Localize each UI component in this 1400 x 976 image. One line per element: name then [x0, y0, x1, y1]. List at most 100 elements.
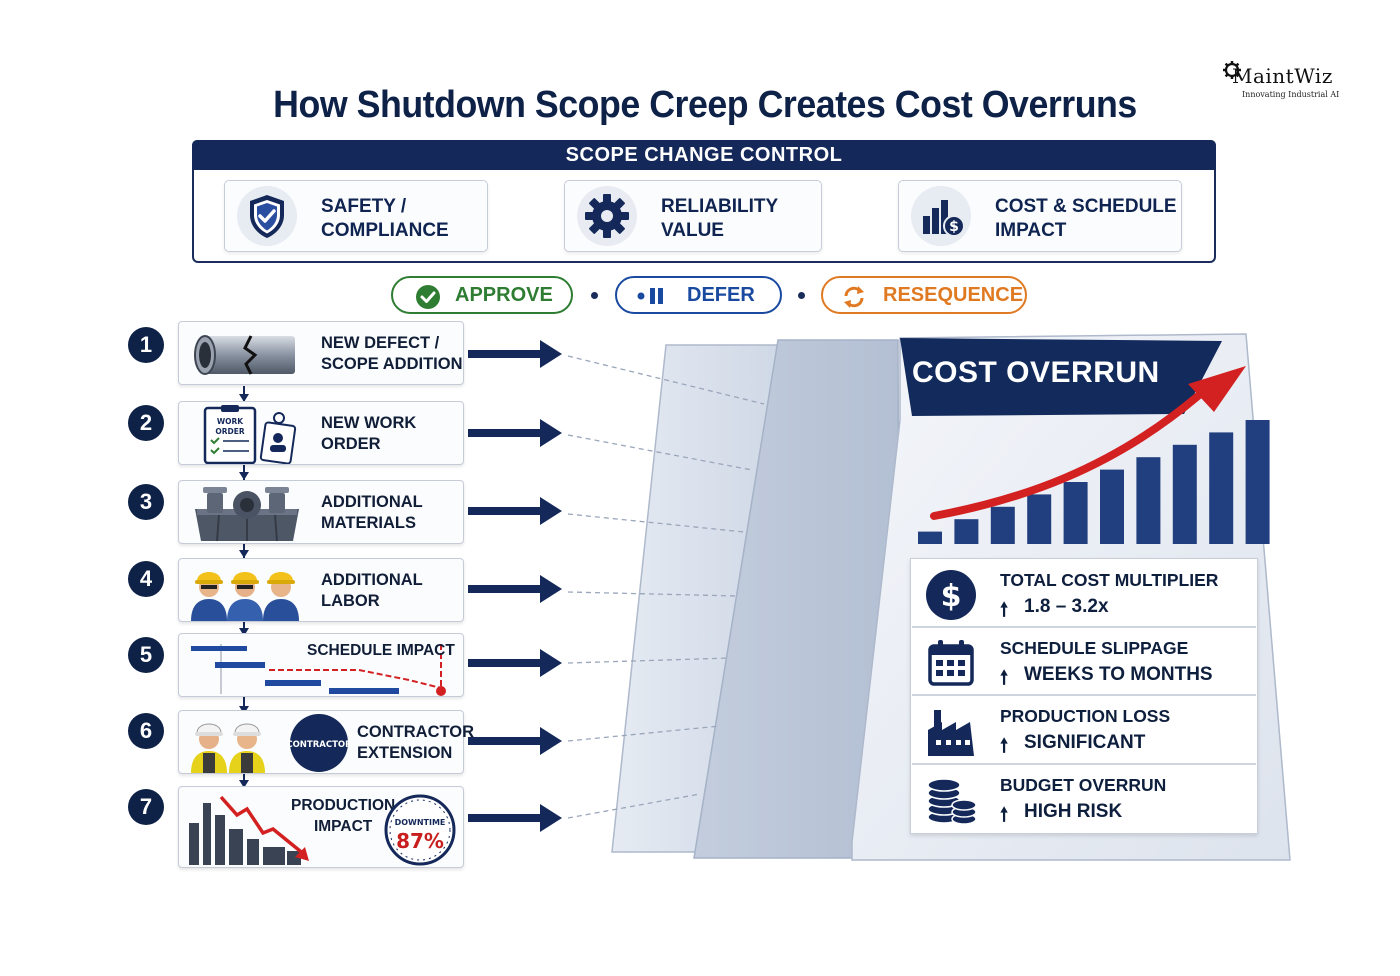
scope-card-label: COST & SCHEDULE IMPACT [995, 196, 1177, 241]
cost-bar [1027, 494, 1052, 544]
metric-value: WEEKS TO MONTHS [1024, 664, 1213, 685]
step-card-production-impact: PRODUCTION IMPACT DOWNTIME 87% [178, 786, 464, 868]
svg-text:ORDER: ORDER [215, 427, 244, 436]
shield-check-icon [237, 186, 297, 246]
step-label: CONTRACTOR EXTENSION [357, 723, 475, 762]
gauge-value: 87% [396, 829, 444, 853]
downtime-gauge-icon: DOWNTIME 87% [384, 794, 456, 866]
step-label: NEW DEFECT / SCOPE ADDITION [321, 334, 463, 373]
approve-label: APPROVE [455, 284, 553, 306]
step-card-schedule-impact: SCHEDULE IMPACT [178, 633, 464, 697]
svg-text:$: $ [941, 579, 962, 614]
cost-bars [918, 420, 1270, 544]
gear-icon [577, 186, 637, 246]
metric-value: HIGH RISK [1024, 801, 1123, 822]
cost-bar [1063, 482, 1088, 544]
resequence-label: RESEQUENCE [883, 284, 1024, 306]
step-number: 2 [128, 405, 164, 441]
resequence-pill[interactable]: RESEQUENCE [821, 276, 1027, 314]
step-arrow [468, 497, 562, 525]
separator-dot [591, 292, 598, 299]
cost-bar [918, 531, 942, 544]
metric-value: 1.8 – 3.2x [1024, 596, 1109, 617]
metric-label: PRODUCTION LOSS [1000, 706, 1171, 726]
divider [912, 694, 1256, 696]
coin-stack-icon [927, 778, 977, 825]
step-label: SCHEDULE IMPACT [307, 642, 455, 659]
metric-schedule-slippage: SCHEDULE SLIPPAGE 🠕 WEEKS TO MONTHS [910, 628, 1258, 696]
scope-change-header: SCOPE CHANGE CONTROL [192, 140, 1216, 170]
logo-tagline: Innovating Industrial AI [1242, 90, 1340, 99]
cost-bar [954, 519, 979, 544]
step-card-new-work-order: WORK ORDER NEW WORK ORDER [178, 401, 464, 465]
step-number: 6 [128, 713, 164, 749]
arrow-up-icon: 🠕 [1000, 805, 1009, 826]
trend-arrowhead [1188, 366, 1246, 412]
arrow-up-icon: 🠕 [1000, 736, 1009, 757]
cracked-pipe-icon [194, 335, 295, 375]
arrow-up-icon: 🠕 [1000, 600, 1009, 621]
page-title: How Shutdown Scope Creep Creates Cost Ov… [273, 84, 1137, 126]
calendar-icon [928, 640, 974, 686]
trend-arrow [930, 392, 1202, 520]
metric-production-loss: PRODUCTION LOSS 🠕 SIGNIFICANT [910, 696, 1258, 764]
gantt-chart-icon [191, 644, 446, 696]
cost-overrun-title: COST OVERRUN [912, 356, 1160, 389]
check-circle-icon [416, 285, 440, 309]
metric-label: BUDGET OVERRUN [1000, 775, 1167, 795]
cost-bar [1136, 457, 1161, 544]
step-arrow [468, 575, 562, 603]
factory-icon [928, 710, 974, 756]
divider [912, 763, 1256, 765]
step-card-additional-materials: ADDITIONAL MATERIALS [178, 480, 464, 544]
svg-text:WORK: WORK [217, 417, 244, 426]
step-arrow [468, 727, 562, 755]
step-card-additional-labor: ADDITIONAL LABOR [178, 558, 464, 622]
metric-total-cost: $ TOTAL COST MULTIPLIER 🠕 1.8 – 3.2x [910, 560, 1258, 628]
defer-pill[interactable]: DEFER [615, 276, 782, 314]
defer-label: DEFER [687, 284, 755, 306]
scope-card-cost-schedule: $ COST & SCHEDULE IMPACT [898, 180, 1182, 252]
contractor-icon: CONTRACTOR [191, 714, 352, 773]
step-arrow [468, 804, 562, 832]
scope-card-safety: SAFETY / COMPLIANCE [224, 180, 488, 252]
scope-card-reliability: RELIABILITY VALUE [564, 180, 822, 252]
step-arrows [468, 340, 562, 832]
cost-overrun-banner [900, 338, 1222, 416]
step-label: PRODUCTION IMPACT [291, 797, 396, 835]
divider [912, 626, 1256, 628]
approve-pill[interactable]: APPROVE [391, 276, 573, 314]
metric-label: TOTAL COST MULTIPLIER [1000, 570, 1219, 590]
step-arrow [468, 419, 562, 447]
cost-bar [1172, 444, 1197, 544]
valves-crate-icon [195, 487, 299, 542]
dashed-connectors [567, 355, 765, 819]
step-number: 1 [128, 327, 164, 363]
step-number: 5 [128, 637, 164, 673]
refresh-icon [844, 286, 864, 308]
step-label: NEW WORK ORDER [321, 414, 417, 453]
metric-value: SIGNIFICANT [1024, 732, 1146, 753]
metric-budget-overrun: BUDGET OVERRUN 🠕 HIGH RISK [910, 765, 1258, 833]
step-label: ADDITIONAL MATERIALS [321, 493, 423, 532]
factory-decline-icon [189, 795, 309, 865]
separator-dot [798, 292, 805, 299]
arrow-up-icon: 🠕 [1000, 668, 1009, 689]
step-arrow [468, 340, 562, 368]
gauge-label: DOWNTIME [395, 818, 446, 827]
step-card-contractor-extension: CONTRACTOR CONTRACTOR EXTENSION [178, 710, 474, 774]
clipboard-badge-icon: WORK ORDER [203, 405, 297, 464]
cost-bar [1209, 432, 1234, 544]
logo-gear-icon [1223, 61, 1241, 79]
step-arrow [468, 649, 562, 677]
scope-card-label: RELIABILITY VALUE [661, 196, 779, 241]
dollar-circle-icon: $ [926, 570, 976, 620]
pause-icon [637, 288, 663, 304]
logo-name: MaintWiz [1232, 64, 1333, 88]
cost-bar [1100, 469, 1124, 544]
svg-text:$: $ [949, 219, 959, 235]
contractor-badge-text: CONTRACTOR [286, 740, 352, 750]
bar-chart-dollar-icon: $ [911, 186, 971, 246]
cost-bar [990, 506, 1015, 544]
step-number: 3 [128, 484, 164, 520]
